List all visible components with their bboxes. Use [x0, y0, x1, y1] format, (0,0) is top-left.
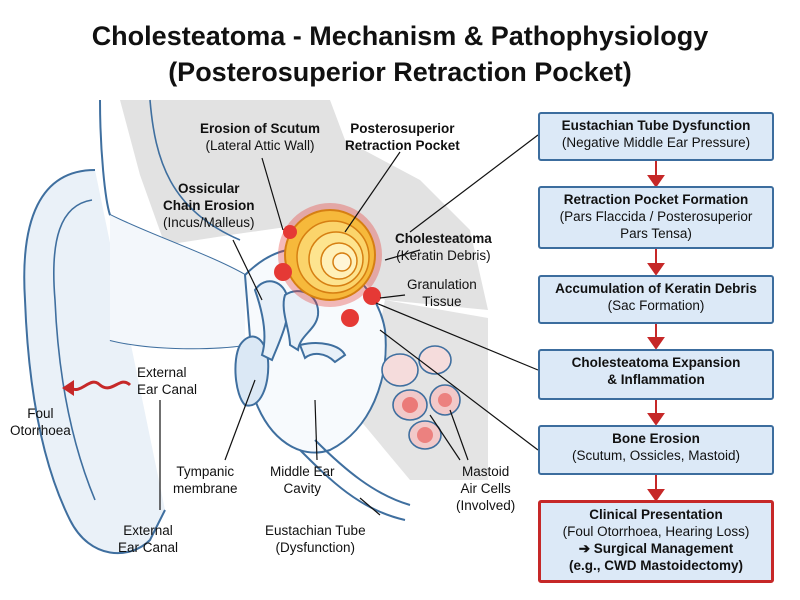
flow-step-accumulation-keratin: Accumulation of Keratin Debris (Sac Form…: [538, 275, 774, 324]
label-foul-otorrhoea: Foul Otorrhoea: [10, 406, 71, 438]
eustachian-tube-2: [314, 439, 411, 506]
label-external-ear-canal-upper: External Ear Canal: [137, 365, 198, 397]
label-external-ear-canal-lower: External Ear Canal: [118, 523, 179, 555]
granulation-blob: [341, 309, 359, 327]
flow-step-clinical-presentation: Clinical Presentation (Foul Otorrhoea, H…: [538, 500, 774, 583]
inflammation-spot: [438, 393, 452, 407]
label-cholesteatoma: Cholesteatoma (Keratin Debris): [395, 231, 492, 263]
eustachian-tube: [299, 449, 406, 521]
label-ossicular-chain-erosion: Ossicular Chain Erosion (Incus/Malleus): [163, 181, 255, 230]
label-granulation-tissue: Granulation Tissue: [407, 277, 477, 309]
inflammation-spot: [417, 427, 433, 443]
mastoid-bone: [360, 300, 488, 480]
flow-step-retraction-pocket-formation: Retraction Pocket Formation (Pars Flacci…: [538, 186, 774, 249]
label-middle-ear-cavity: Middle Ear Cavity: [270, 464, 335, 496]
label-erosion-of-scutum: Erosion of Scutum (Lateral Attic Wall): [200, 121, 321, 153]
temporal-bone: [120, 100, 488, 310]
label-tympanic-membrane: Tympanic membrane: [173, 464, 238, 496]
label-eustachian-tube: Eustachian Tube (Dysfunction): [265, 523, 366, 555]
title-line-1: Cholesteatoma - Mechanism & Pathophysiol…: [91, 21, 709, 51]
label-retraction-pocket: Posterosuperior Retraction Pocket: [345, 121, 460, 153]
auricle: [23, 169, 166, 554]
ear-canal-fill: [110, 215, 245, 349]
granulation-blob: [274, 263, 292, 281]
label-mastoid-air-cells: Mastoid Air Cells (Involved): [456, 464, 516, 513]
tympanic-membrane-shape: [234, 335, 270, 407]
granulation-blob: [283, 225, 297, 239]
mastoid-cell: [418, 345, 452, 375]
ossicle-stapes: [298, 342, 347, 364]
granulation-blob: [363, 287, 381, 305]
skin-line-top: [99, 99, 111, 216]
cholesteatoma-sac: [278, 203, 382, 307]
otorrhoea-discharge-arrow: [69, 380, 132, 391]
otorrhoea-arrowhead: [62, 380, 74, 396]
title-line-2: (Posterosuperior Retraction Pocket): [168, 57, 632, 87]
auricle-inner: [52, 199, 96, 501]
flow-step-bone-erosion: Bone Erosion (Scutum, Ossicles, Mastoid): [538, 425, 774, 475]
flow-step-cholesteatoma-expansion: Cholesteatoma Expansion & Inflammation: [538, 349, 774, 400]
ossicle-malleus: [253, 280, 290, 362]
flow-step-eustachian-tube-dysfunction: Eustachian Tube Dysfunction (Negative Mi…: [538, 112, 774, 161]
leader-lines: [159, 134, 539, 516]
mastoid-air-cells: [381, 345, 461, 450]
flow-arrows: [647, 161, 665, 502]
mastoid-cell: [381, 353, 419, 387]
inflammation-spot: [402, 397, 418, 413]
skin-line-top-2: [149, 99, 241, 241]
